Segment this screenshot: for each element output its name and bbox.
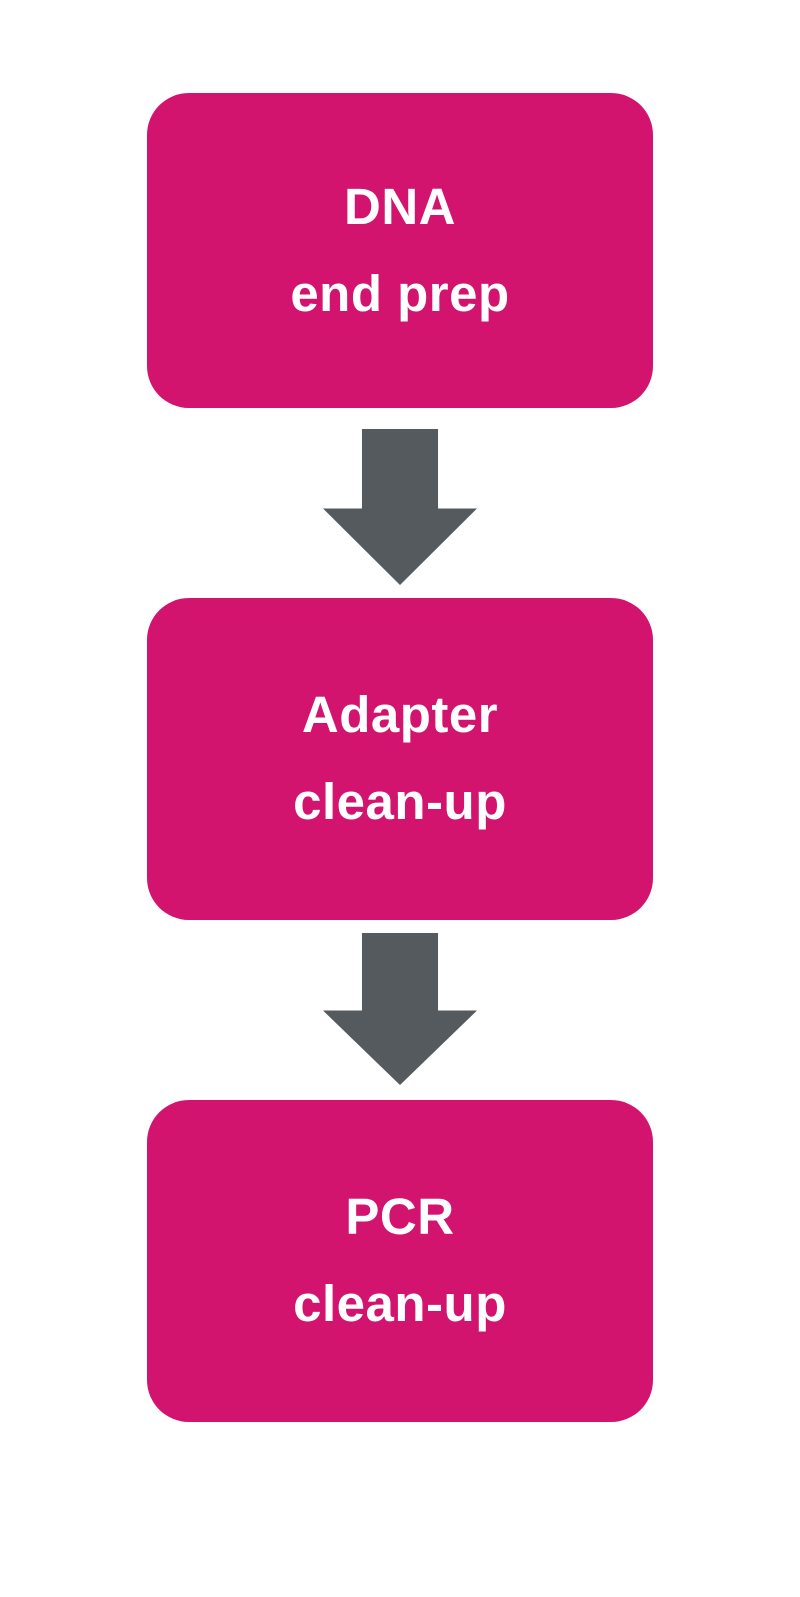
step-box-dna-end-prep: DNA end prep [147,93,653,408]
step-label-line1: PCR [345,1188,455,1246]
down-arrow-icon [323,933,477,1085]
step-box-pcr-clean-up: PCR clean-up [147,1100,653,1422]
step-label-line1: Adapter [301,686,499,744]
step-label-line2: clean-up [293,773,507,830]
down-arrow-icon [323,429,477,585]
step-label-line2: end prep [290,264,510,322]
step-label: Adapter clean-up [293,672,507,845]
step-label: DNA end prep [290,164,509,337]
step-label-line2: clean-up [293,1275,507,1332]
step-label: PCR clean-up [293,1174,507,1347]
step-box-adapter-clean-up: Adapter clean-up [147,598,653,920]
step-label-line1: DNA [343,177,456,235]
